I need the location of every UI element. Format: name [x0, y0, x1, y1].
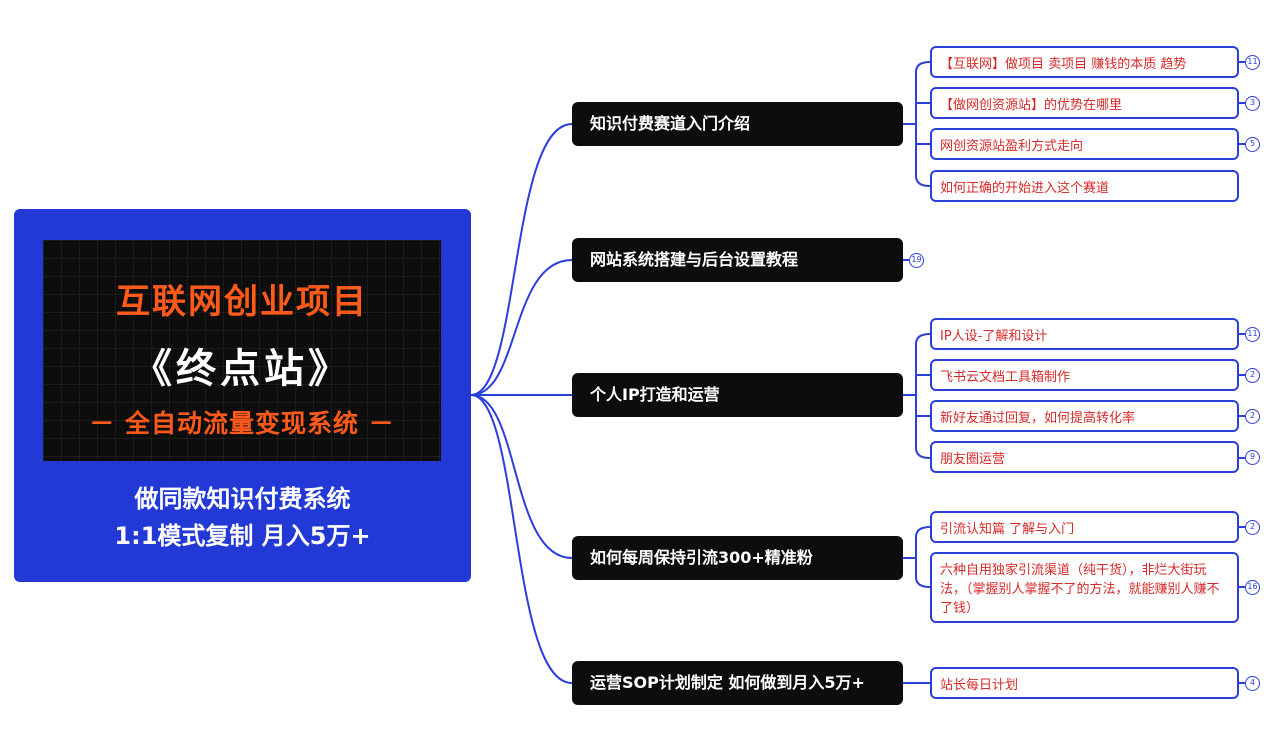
leaf-label: 【做网创资源站】的优势在哪里: [940, 97, 1123, 113]
leaf-label: 如何正确的开始进入这个赛道: [940, 180, 1110, 196]
banner-title: 互联网创业项目: [116, 282, 368, 322]
leaf-node[interactable]: 飞书云文档工具箱制作: [930, 359, 1239, 391]
connector-root-branch-5: [470, 394, 573, 684]
leaf-label: IP人设-了解和设计: [940, 328, 1048, 344]
leaf-node[interactable]: 站长每日计划: [930, 667, 1239, 699]
connector-root-branch-2: [470, 259, 573, 396]
root-banner-image: 互联网创业项目 《终点站》 － 全自动流量变现系统 －: [43, 240, 441, 461]
leaf-label: 六种自用独家引流渠道（纯干货），非烂大街玩法，（掌握别人掌握不了的方法，就能赚别…: [940, 563, 1220, 616]
leaf-node[interactable]: 网创资源站盈利方式走向: [930, 128, 1239, 160]
leaf-label: 站长每日计划: [940, 677, 1019, 693]
count-badge-branch-2[interactable]: 19: [909, 253, 924, 268]
branch-node-3[interactable]: 个人IP打造和运营: [572, 373, 903, 417]
root-text-line-1: 做同款知识付费系统: [134, 485, 351, 513]
leaf-node[interactable]: 【互联网】做项目 卖项目 赚钱的本质 趋势: [930, 46, 1239, 78]
count-badge[interactable]: 2: [1245, 409, 1260, 424]
count-badge[interactable]: 9: [1245, 450, 1260, 465]
leaf-label: 引流认知篇 了解与入门: [940, 521, 1075, 537]
count-badge[interactable]: 16: [1245, 580, 1260, 595]
root-text-line-2: 1:1模式复制 月入5万+: [114, 522, 371, 550]
leaf-label: 【互联网】做项目 卖项目 赚钱的本质 趋势: [940, 56, 1187, 72]
count-badge[interactable]: 2: [1245, 520, 1260, 535]
count-badge[interactable]: 5: [1245, 137, 1260, 152]
count-badge[interactable]: 11: [1245, 55, 1260, 70]
leaf-node[interactable]: 【做网创资源站】的优势在哪里: [930, 87, 1239, 119]
count-badge[interactable]: 2: [1245, 368, 1260, 383]
banner-name: 《终点站》: [132, 346, 352, 392]
leaf-label: 朋友圈运营: [940, 451, 1006, 467]
branch-node-4[interactable]: 如何每周保持引流300+精准粉: [572, 536, 903, 580]
leaf-node[interactable]: 朋友圈运营: [930, 441, 1239, 473]
root-node[interactable]: 互联网创业项目 《终点站》 － 全自动流量变现系统 － 做同款知识付费系统 1:…: [14, 209, 471, 582]
branch-node-2[interactable]: 网站系统搭建与后台设置教程: [572, 238, 903, 282]
connector-root-branch-1: [470, 123, 573, 396]
leaf-label: 飞书云文档工具箱制作: [940, 369, 1071, 385]
leaf-node[interactable]: 六种自用独家引流渠道（纯干货），非烂大街玩法，（掌握别人掌握不了的方法，就能赚别…: [930, 552, 1239, 623]
count-badge[interactable]: 11: [1245, 327, 1260, 342]
count-badge[interactable]: 3: [1245, 96, 1260, 111]
leaf-label: 网创资源站盈利方式走向: [940, 138, 1084, 154]
leaf-node[interactable]: 如何正确的开始进入这个赛道: [930, 170, 1239, 202]
leaf-node[interactable]: IP人设-了解和设计: [930, 318, 1239, 350]
banner-subtitle: － 全自动流量变现系统 －: [89, 409, 395, 438]
branch-node-5[interactable]: 运营SOP计划制定 如何做到月入5万+: [572, 661, 903, 705]
leaf-node[interactable]: 新好友通过回复，如何提高转化率: [930, 400, 1239, 432]
count-badge[interactable]: 4: [1245, 676, 1260, 691]
leaf-label: 新好友通过回复，如何提高转化率: [940, 410, 1136, 426]
branch-node-1[interactable]: 知识付费赛道入门介绍: [572, 102, 903, 146]
leaf-node[interactable]: 引流认知篇 了解与入门: [930, 511, 1239, 543]
connector-root-branch-4: [470, 394, 573, 559]
